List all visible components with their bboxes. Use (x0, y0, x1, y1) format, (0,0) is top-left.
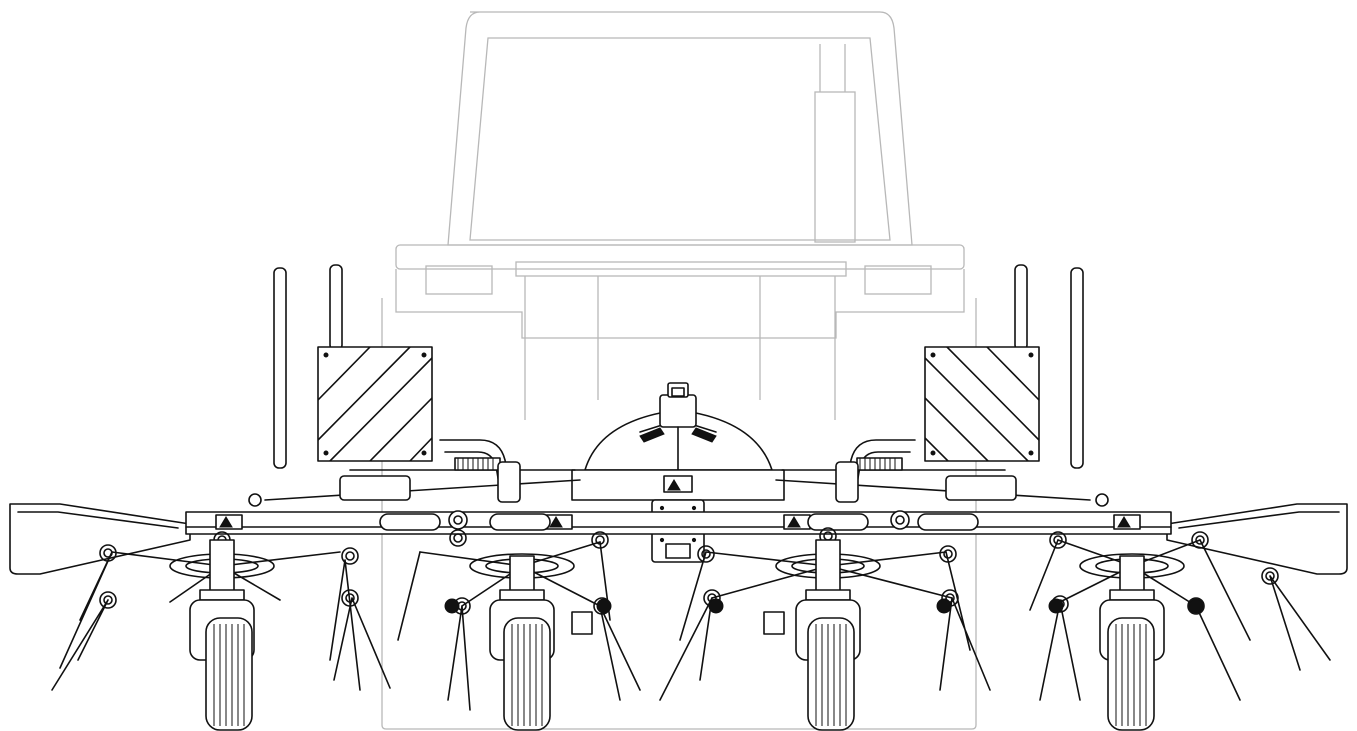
wheel-3 (795, 599, 861, 731)
rotor-1 (51, 531, 391, 691)
support-rollers (444, 598, 1204, 635)
left-tail-light (425, 265, 493, 295)
right-warning-panel (924, 346, 1040, 462)
tractor-outline (381, 11, 977, 730)
central-gearbox (571, 382, 785, 563)
main-frame-beam (9, 493, 1348, 575)
rotor-3 (659, 527, 991, 701)
folding-arms (264, 439, 1091, 503)
transport-posts (273, 264, 1084, 469)
wheel-2 (489, 599, 555, 731)
right-tail-light (864, 265, 932, 295)
wheel-1 (189, 599, 255, 731)
wheel-4 (1099, 599, 1165, 731)
left-warning-panel (317, 346, 433, 462)
